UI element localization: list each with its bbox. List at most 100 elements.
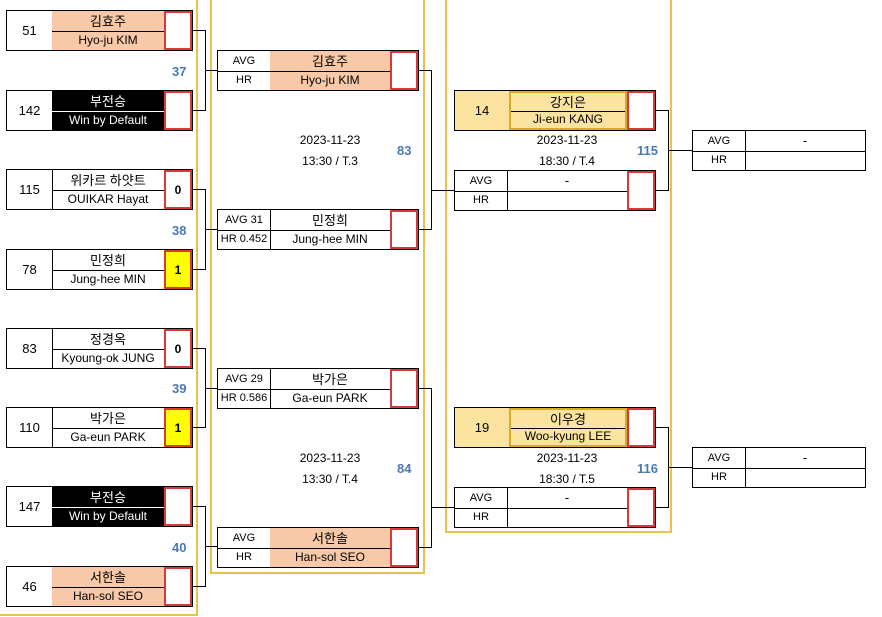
hr-label: HR [711,154,727,167]
connector [431,507,454,508]
player-name: 부전승 Win by Default [52,487,164,526]
score-cell: 0 [164,329,192,368]
round2-match84-top[interactable]: AVG 29 HR 0.586 박가은 Ga-eun PARK [217,368,419,409]
match116-time: 18:30 / T.5 [539,472,595,486]
player-name: - [507,171,627,210]
player-name-kr: 이우경 [511,410,625,429]
player-name-kr: 서한솔 [270,528,390,549]
player-name-kr: - [507,488,627,509]
score-cell: 1 [164,250,192,289]
seed-number: 83 [7,329,53,368]
connector [431,70,432,230]
player-name-kr: 정경옥 [52,329,164,350]
player-name-kr: 서한솔 [52,567,164,588]
seed-number: 46 [7,567,53,606]
round1-match40-bottom[interactable]: 46 서한솔 Han-sol SEO [6,566,193,607]
player-name-en: OUIKAR Hayat [67,192,149,207]
round2-match84-bottom[interactable]: AVG HR 서한솔 Han-sol SEO [217,527,419,568]
player-name-en: Han-sol SEO [294,550,366,565]
avg-label: AVG [693,448,745,469]
match-number-84: 84 [397,461,412,476]
player-name: 김효주 Hyo-ju KIM [270,51,390,90]
seed-number: 78 [7,250,53,289]
player-name-en: Jung-hee MIN [70,272,146,287]
score-cell [627,488,655,527]
player-name-kr: - [507,171,627,192]
avg-label: AVG [693,131,745,152]
match-number-83: 83 [397,143,412,158]
connector [656,110,668,111]
round1-match39-top[interactable]: 83 정경옥 Kyoung-ok JUNG 0 [6,328,193,369]
match-number-38: 38 [172,223,187,238]
avg-label: AVG [218,51,270,72]
connector [419,229,431,230]
round1-match38-bottom[interactable]: 78 민정희 Jung-hee MIN 1 [6,249,193,290]
round2-match83-top[interactable]: AVG HR 김효주 Hyo-ju KIM [217,50,419,91]
round4-slot-2[interactable]: AVG HR - [692,447,866,488]
connector [205,229,217,230]
player-name-en: Win by Default [68,113,148,128]
connector [193,586,205,587]
round1-match40-top[interactable]: 147 부전승 Win by Default [6,486,193,527]
match-number-40: 40 [172,540,187,555]
connector [668,150,692,151]
connector [419,70,431,71]
round2-frame [210,0,425,574]
player-name-en: Jung-hee MIN [292,232,368,247]
connector [193,189,205,190]
seed-number: 51 [7,11,53,50]
player-name: 박가은 Ga-eun PARK [270,369,390,408]
player-name-en: Hyo-ju KIM [300,73,360,88]
player-name: - [745,131,865,170]
connector [431,388,432,548]
seed-number: 110 [7,408,53,447]
round1-match37-top[interactable]: 51 김효주 Hyo-ju KIM [6,10,193,51]
player-name-en: Han-sol SEO [72,589,144,604]
score-cell [164,567,192,606]
player-name-en [745,151,865,171]
hr-label: HR [473,511,489,524]
player-name-kr: 김효주 [52,11,164,32]
score-cell [627,91,655,130]
connector [205,546,217,547]
round3-match115-bottom[interactable]: AVG HR - [454,170,656,211]
stat-cell: AVG HR [218,528,271,567]
score-cell [390,51,418,90]
player-name-en [507,191,627,211]
avg-label: AVG [218,528,270,549]
stat-cell: AVG HR [693,448,746,487]
round3-match116-bottom[interactable]: AVG HR - [454,487,656,528]
round1-frame [0,0,198,616]
player-name-en: Ji-eun KANG [532,112,604,127]
seed-number: 19 [455,408,510,447]
hr-label: HR [236,551,252,564]
match-number-116: 116 [637,461,658,476]
player-name-en: Ga-eun PARK [70,430,146,445]
match-number-37: 37 [172,64,187,79]
round1-match39-bottom[interactable]: 110 박가은 Ga-eun PARK 1 [6,407,193,448]
round3-match116-top[interactable]: 19 이우경 Woo-kyung LEE [454,407,656,448]
match115-time: 18:30 / T.4 [539,154,595,168]
stat-cell: AVG 31 HR 0.452 [218,210,271,249]
score-cell [164,11,192,50]
player-name-kr: 부전승 [52,91,164,112]
round4-slot-1[interactable]: AVG HR - [692,130,866,171]
round1-match38-top[interactable]: 115 위카르 하얏트 OUIKAR Hayat 0 [6,169,193,210]
avg-label: AVG 29 [218,369,270,390]
connector [193,506,205,507]
player-name: 이우경 Woo-kyung LEE [509,408,627,447]
connector [419,388,431,389]
round2-match83-bottom[interactable]: AVG 31 HR 0.452 민정희 Jung-hee MIN [217,209,419,250]
seed-number: 147 [7,487,53,526]
player-name: 민정희 Jung-hee MIN [270,210,390,249]
player-name-kr: 위카르 하얏트 [52,170,164,191]
score-cell: 1 [164,408,192,447]
round1-match37-bottom[interactable]: 142 부전승 Win by Default [6,90,193,131]
connector [193,30,205,31]
round3-match115-top[interactable]: 14 강지은 Ji-eun KANG [454,90,656,131]
match116-date: 2023-11-23 [536,451,598,465]
score-cell [627,408,655,447]
player-name-kr: 박가은 [52,408,164,429]
score-cell [164,487,192,526]
seed-number: 115 [7,170,53,209]
